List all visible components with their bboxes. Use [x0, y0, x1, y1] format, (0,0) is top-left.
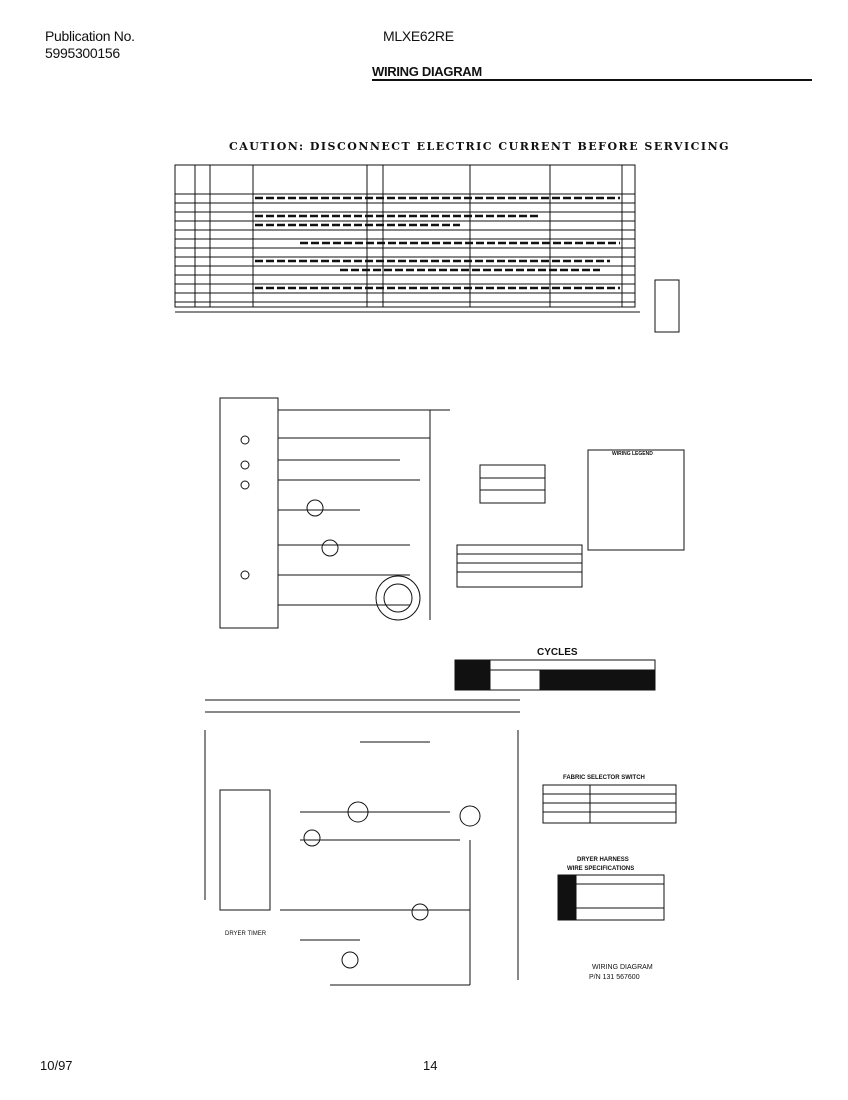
- fabric-selector-table: [542, 784, 677, 824]
- dryer-harness-table: [557, 874, 665, 921]
- cycles-table: [454, 659, 656, 691]
- cycles-label: CYCLES: [537, 647, 578, 658]
- section-title: WIRING DIAGRAM: [372, 64, 482, 79]
- harness-label: DRYER HARNESS: [577, 857, 629, 863]
- dryer-timer-label: DRYER TIMER: [225, 931, 267, 937]
- diagram-pn-title: WIRING DIAGRAM: [592, 964, 653, 971]
- wiring-legend-label: WIRING LEGEND: [612, 451, 653, 457]
- model-number: MLXE62RE: [383, 28, 454, 44]
- fabric-selector-label: FABRIC SELECTOR SWITCH: [563, 775, 645, 781]
- timer-sequence-chart: [174, 164, 680, 333]
- header-rule: [372, 79, 812, 81]
- diagram-pn-number: P/N 131 567600: [589, 974, 640, 981]
- publication-label: Publication No.: [45, 28, 135, 44]
- publication-number: 5995300156: [45, 45, 120, 61]
- caution-text: CAUTION: DISCONNECT ELECTRIC CURRENT BEF…: [229, 140, 731, 153]
- harness-spec-label: WIRE SPECIFICATIONS: [567, 866, 635, 872]
- washer-schematic: [219, 397, 685, 629]
- page-number: 14: [423, 1058, 438, 1073]
- footer-date: 10/97: [40, 1058, 73, 1073]
- dryer-schematic: [204, 699, 520, 986]
